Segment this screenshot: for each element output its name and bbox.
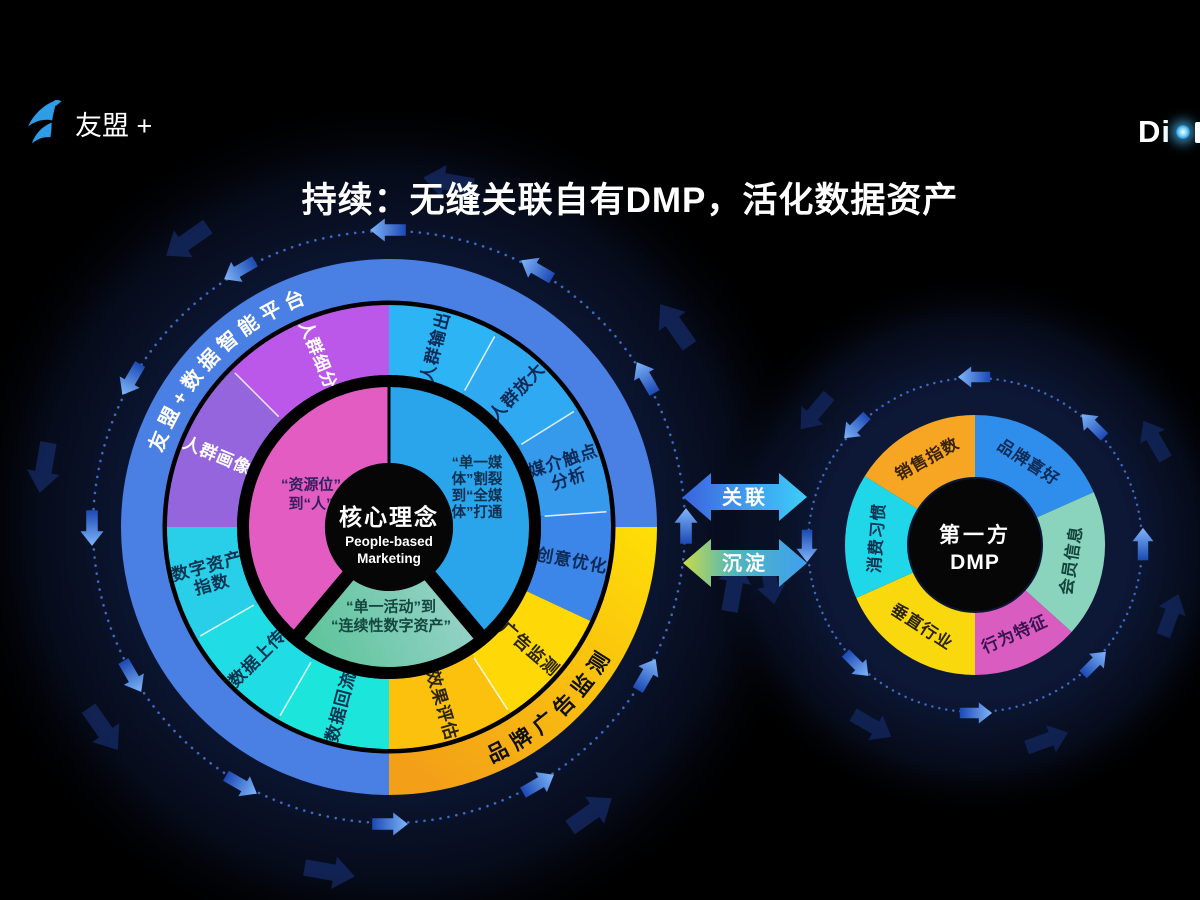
inner-segment-divider <box>289 566 358 644</box>
right-wheel-segment-arc <box>845 476 918 598</box>
left-wheel-segment-arc <box>196 602 314 720</box>
left-wheel-inner-text: “单一媒体”割裂到“全媒体”打通 <box>452 453 503 521</box>
left-wheel-segment-arc <box>232 305 390 421</box>
left-wheel-inner-text: “资源位”到“人” <box>281 476 341 513</box>
left-wheel-segment-arc <box>388 653 510 749</box>
rotation-arrow-icon <box>1156 594 1186 639</box>
rotation-arrow-icon <box>118 658 144 692</box>
dmp-center-line1: 第一方 <box>939 523 1011 547</box>
segment-divider <box>199 604 255 637</box>
right-wheel-center <box>909 479 1041 611</box>
right-wheel-segment-arc <box>973 589 1072 675</box>
rotation-arrow-icon <box>521 257 555 284</box>
rotation-arrow-icon <box>796 529 818 563</box>
inner-segment-divider <box>420 566 489 644</box>
link-arrow-label: 关联 <box>722 485 768 509</box>
rotation-arrow-icon <box>844 411 871 439</box>
rotation-arrow-icon <box>1140 420 1172 463</box>
left-wheel-segment-arc <box>167 370 283 528</box>
link-arrow-icon <box>683 473 807 521</box>
rotation-arrow-icon <box>565 796 612 835</box>
left-wheel-segment-arc <box>167 526 258 638</box>
slide-title: 持续：无缝关联自有DMP，活化数据资产 <box>301 181 959 220</box>
umeng-logo-text: 友盟 + <box>75 110 153 141</box>
platform-band-arc <box>121 259 657 795</box>
right-wheel-segment-arc <box>864 415 977 510</box>
rotation-arrow-icon <box>849 708 892 741</box>
core-concept-sub2: Marketing <box>357 551 421 566</box>
rotation-arrow-icon <box>1081 414 1109 441</box>
rotation-arrow-icon <box>303 856 355 889</box>
rotation-arrow-icon <box>957 366 991 388</box>
segment-divider <box>279 661 312 717</box>
settle-arrow-label: 沉淀 <box>722 551 768 575</box>
rotation-arrow-icon <box>841 649 869 676</box>
umeng-logo: 友盟 + <box>20 100 152 146</box>
ring-gap <box>162 300 616 754</box>
dmp-center-line2: DMP <box>950 551 1000 574</box>
segment-divider <box>544 511 607 517</box>
right-wheel-segment-arc <box>973 415 1094 519</box>
partner-logo-cropped-letter <box>1195 121 1200 143</box>
rotation-arrow-icon <box>119 361 146 395</box>
rotation-arrow-icon <box>1132 527 1154 561</box>
partner-logo-text: Di <box>1138 114 1171 149</box>
rotation-arrow-icon <box>423 165 475 198</box>
rotation-arrow-icon <box>520 772 554 798</box>
rotation-arrow-icon <box>27 441 60 493</box>
rotation-arrow-icon <box>658 304 697 351</box>
partner-logo: Di <box>1138 114 1200 150</box>
rotation-arrow-icon <box>224 256 258 282</box>
rotation-arrow-icon <box>632 659 659 693</box>
left-wheel-segment-arc <box>278 658 390 749</box>
segment-divider <box>520 410 575 445</box>
rotation-arrow-icon <box>166 219 213 258</box>
core-concept-title: 核心理念 <box>339 504 439 530</box>
left-wheel-segment-arc <box>461 332 578 448</box>
left-wheel-segment-arc <box>388 305 497 395</box>
left-wheel-center <box>325 463 453 591</box>
rotation-arrow-icon <box>223 770 257 797</box>
core-concept-sub1: People-based <box>345 534 433 549</box>
right-wheel-segment-arc <box>1024 492 1105 632</box>
rotation-arrow-icon <box>81 703 120 750</box>
rotation-arrow-icon <box>1079 651 1106 679</box>
segment-divider <box>473 657 509 711</box>
umeng-bird-icon <box>28 100 62 144</box>
segment-divider <box>234 372 280 418</box>
monitor-band-arc <box>388 526 657 795</box>
right-wheel-segment-arc <box>856 571 977 675</box>
left-wheel-segment-arc <box>471 590 591 714</box>
left-wheel-segment-arc <box>526 511 611 621</box>
segment-divider <box>463 335 496 391</box>
left-wheel-inner-text: “单一活动”到“连续性数字资产” <box>331 598 451 635</box>
rotation-arrow-icon <box>800 390 835 430</box>
glow-dot-icon <box>1176 125 1190 139</box>
rotation-arrow-icon <box>634 362 660 396</box>
left-wheel-segment-arc <box>517 409 611 518</box>
left-wheel-inner-segment-arc <box>249 387 391 635</box>
settle-arrow-icon <box>683 539 807 587</box>
rotation-arrow-icon <box>1024 725 1069 755</box>
left-wheel-inner-segment-arc <box>299 575 479 667</box>
left-wheel-inner-segment-arc <box>387 387 529 635</box>
rotation-arrow-icon <box>370 218 406 242</box>
rotation-arrow-icon <box>959 702 993 724</box>
